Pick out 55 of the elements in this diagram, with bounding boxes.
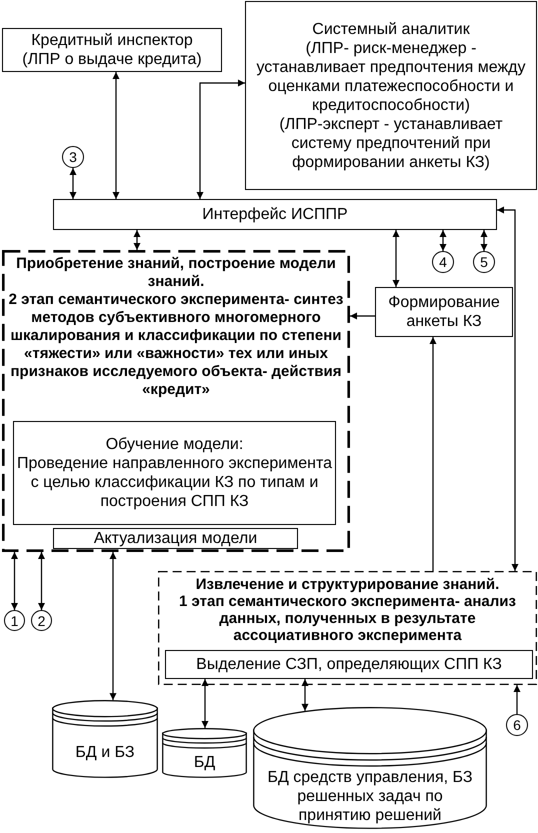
role-box xyxy=(2,28,222,72)
node-label: Формирование анкеты КЗ xyxy=(387,293,501,331)
callout-number: 5 xyxy=(480,254,488,270)
double-arrow xyxy=(302,679,308,711)
group-heading: Приобретение знаний, построение модели знаний. xyxy=(15,255,337,291)
numbered-circle xyxy=(4,610,25,631)
callout-number: 1 xyxy=(10,612,18,628)
double-arrow xyxy=(134,230,140,250)
callout-number: 4 xyxy=(439,254,447,270)
dashed-frame xyxy=(158,571,537,685)
double-arrow xyxy=(202,679,208,728)
process-box xyxy=(375,287,513,337)
arrow xyxy=(514,685,520,714)
double-arrow xyxy=(112,72,120,199)
node-label: Актуализация модели xyxy=(94,529,258,548)
double-arrow xyxy=(38,552,45,610)
double-arrow xyxy=(110,552,116,700)
group-heading: 1 этап семантического эксперимента- анализ данных, полученных в результате ассоциативного эксперимента xyxy=(178,593,517,644)
database-label: БД и БЗ xyxy=(75,742,135,762)
arrow xyxy=(430,337,436,571)
numbered-circle xyxy=(62,146,84,168)
numbered-circle xyxy=(432,251,454,273)
node-label: Выделение СЗП, определяющих СПП КЗ xyxy=(196,655,502,674)
process-box xyxy=(13,421,336,525)
numbered-circle xyxy=(506,714,528,736)
double-arrow xyxy=(440,230,446,251)
group-heading: Извлечение и структурирование знаний. xyxy=(196,576,500,593)
role-box xyxy=(245,1,537,190)
callout-number: 6 xyxy=(513,717,521,733)
arrow xyxy=(350,312,375,320)
node-label: Системный аналитик xyxy=(312,20,470,38)
numbered-circle xyxy=(473,251,495,273)
interface-box xyxy=(53,199,497,230)
node-label: Проведение направленного эксперимента с целью классификации КЗ по типам и построения СПП КЗ xyxy=(17,454,332,511)
double-arrow xyxy=(196,80,245,199)
node-label: Обучение модели: xyxy=(106,435,244,454)
database-label: БД xyxy=(194,752,216,772)
process-box xyxy=(53,528,298,549)
database-label: БД средств управления, БЗ решенных задач по принятию решений xyxy=(266,768,474,824)
node-label: Кредитный инспектор xyxy=(31,31,193,50)
node-label: (ЛПР- риск-менеджер - устанавливает предпочтения между оценками платежеспособности и кредитоспособности) xyxy=(255,38,527,114)
node-label: (ЛПР-эксперт - устанавливает систему предпочтений при формировании анкеты КЗ) xyxy=(278,114,504,172)
callout-number: 3 xyxy=(69,149,77,165)
double-arrow xyxy=(11,552,18,610)
dashed-frame xyxy=(2,250,350,552)
double-arrow xyxy=(70,168,76,199)
callout-number: 2 xyxy=(38,612,46,628)
group-heading: 2 этап семантического эксперимента- синтез методов субъективного многомерного шкалирования и классификации по степени «тяжести» или «важности» тех или иных признаков исследуемого объекта- действия «кредит» xyxy=(8,291,344,399)
numbered-circle xyxy=(31,610,52,631)
double-arrow xyxy=(392,230,400,287)
process-box xyxy=(165,650,533,679)
double-arrow xyxy=(497,206,518,571)
node-label: Интерфейс ИСППР xyxy=(202,205,348,224)
node-label: (ЛПР о выдаче кредита) xyxy=(22,50,202,69)
double-arrow xyxy=(480,230,488,251)
